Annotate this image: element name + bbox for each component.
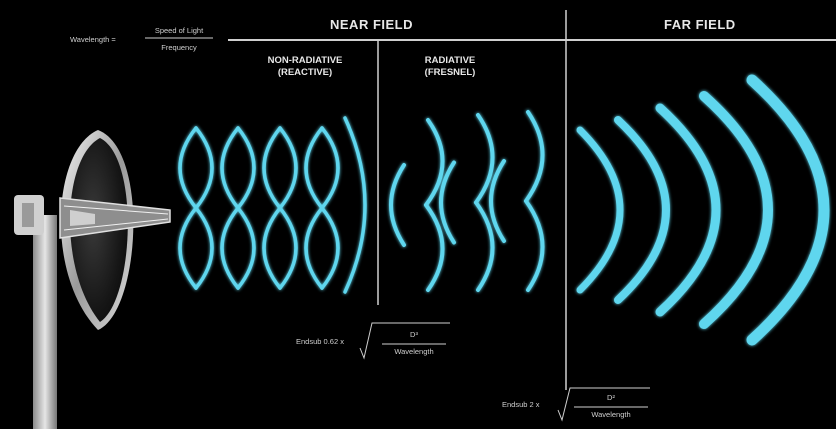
fresnel-wave-arc bbox=[389, 163, 406, 247]
reactive-wave-arc bbox=[220, 206, 240, 290]
reactive-boundary-numerator: D³ bbox=[410, 330, 418, 339]
fresnel-wave-arc bbox=[489, 159, 506, 243]
fresnel-wave-arc bbox=[474, 113, 495, 205]
near-field-heading: NEAR FIELD bbox=[330, 17, 413, 32]
non-radiative-label: NON-RADIATIVE (REACTIVE) bbox=[267, 55, 343, 78]
fresnel-boundary-denominator: Wavelength bbox=[591, 410, 631, 419]
reactive-wave-arc bbox=[236, 126, 256, 210]
far-field-wave-arc bbox=[746, 74, 830, 346]
far-field-wave-arc bbox=[576, 126, 624, 294]
fresnel-wave-arc bbox=[439, 160, 456, 245]
far-field-wave-arc bbox=[699, 91, 773, 329]
reactive-wave-arc bbox=[178, 206, 198, 290]
reactive-wave-arc bbox=[320, 206, 340, 290]
reactive-wave-arc bbox=[194, 206, 214, 290]
far-field-heading: FAR FIELD bbox=[664, 17, 736, 32]
dish-antenna-icon bbox=[14, 130, 171, 429]
wavelength-formula-denominator: Frequency bbox=[161, 43, 197, 52]
fresnel-wave-arc bbox=[524, 110, 545, 203]
reactive-wave-arc bbox=[278, 126, 298, 210]
wave-pattern bbox=[178, 74, 830, 346]
wavelength-formula-lhs: Wavelength = bbox=[70, 35, 116, 44]
reactive-wave-arc bbox=[220, 126, 240, 210]
far-field-wave-arc bbox=[655, 103, 721, 317]
reactive-sqrt-sign bbox=[359, 322, 450, 360]
reactive-wave-arc bbox=[304, 206, 324, 290]
fresnel-boundary-numerator: D² bbox=[607, 393, 615, 402]
reactive-wave-arc bbox=[194, 126, 214, 210]
reactive-wave-arc bbox=[304, 126, 324, 210]
fresnel-wave-arc bbox=[524, 199, 545, 292]
fresnel-boundary-prefix: Endsub 2 x bbox=[502, 400, 540, 409]
fresnel-wave-arc bbox=[474, 200, 495, 292]
reactive-wave-arc bbox=[262, 206, 282, 290]
fresnel-wave-arc bbox=[424, 118, 445, 207]
reactive-wave-arc bbox=[178, 126, 198, 210]
radiative-label: RADIATIVE (FRESNEL) bbox=[424, 55, 476, 78]
reactive-boundary-denominator: Wavelength bbox=[394, 347, 434, 356]
reactive-wave-arc bbox=[236, 206, 256, 290]
reactive-wave-arc bbox=[320, 126, 340, 210]
wavelength-formula-numerator: Speed of Light bbox=[154, 26, 204, 35]
fresnel-wave-arc bbox=[424, 203, 445, 292]
fresnel-sqrt-sign bbox=[557, 387, 650, 422]
reactive-wave-arc bbox=[262, 126, 282, 210]
reactive-wave-arc bbox=[343, 116, 367, 294]
far-field-wave-arc bbox=[614, 116, 670, 304]
reactive-wave-arc bbox=[278, 206, 298, 290]
reactive-boundary-prefix: Endsub 0.62 x bbox=[296, 337, 344, 346]
